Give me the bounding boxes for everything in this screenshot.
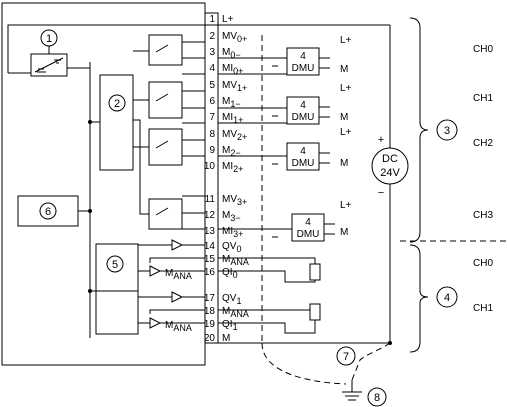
terminal-14-num: 14 — [204, 241, 216, 252]
input-ch3: CH3 — [473, 210, 493, 221]
ground-icon — [342, 380, 362, 401]
svg-text:DMU: DMU — [292, 158, 315, 169]
callout-2: 2 — [114, 98, 120, 110]
terminal-6-num: 6 — [209, 96, 215, 107]
terminal-3-label: M0− — [222, 47, 241, 60]
callout-8: 8 — [374, 392, 380, 404]
terminal-5-num: 5 — [209, 80, 215, 91]
terminal-8-label: MV2+ — [222, 129, 247, 142]
terminal-16-num: 16 — [204, 267, 216, 278]
callout-4: 4 — [444, 292, 450, 304]
switch-group-3 — [133, 119, 205, 230]
dmu-rail-labels: L+ M L+ M L+ M L+ M — [340, 35, 352, 238]
terminal-10-num: 10 — [204, 161, 216, 172]
supply-line1: DC — [382, 153, 398, 165]
callout-5: 5 — [112, 259, 118, 271]
input-ch1: CH1 — [473, 93, 493, 104]
terminal-10-label: MI2+ — [222, 161, 243, 174]
output-load-0 — [218, 257, 321, 283]
callout-6: 6 — [45, 206, 51, 218]
terminal-18-label: MANA — [222, 306, 249, 319]
terminal-12-num: 12 — [204, 210, 216, 221]
supply-line2: 24V — [380, 167, 400, 179]
dmu-ch0: 4 DMU — [218, 47, 330, 76]
terminal-6-label: M1− — [222, 96, 241, 109]
svg-text:M: M — [340, 112, 348, 123]
terminal-labels: 1 L+ 2 MV0+ 3 M0− 4 MI0+ 5 MV1+ 6 M1− 7 … — [204, 14, 249, 344]
terminal-13-label: MI3+ — [222, 226, 243, 239]
output-bracket — [409, 244, 429, 353]
terminal-17-label: QV1 — [222, 293, 241, 306]
output-amplifiers — [138, 239, 205, 329]
multiplexer — [99, 74, 134, 171]
svg-text:DMU: DMU — [297, 229, 320, 240]
terminal-20-num: 20 — [204, 333, 216, 344]
output-ch0: CH0 — [473, 258, 493, 269]
dc-supply — [371, 147, 409, 185]
terminal-7-label: MI1+ — [222, 112, 243, 125]
svg-text:DMU: DMU — [292, 112, 315, 123]
terminal-11-label: MV3+ — [222, 194, 247, 207]
supply-plus: + — [378, 134, 384, 146]
terminal-19-label: QI1 — [222, 319, 238, 332]
svg-text:L+: L+ — [340, 83, 352, 94]
callout-1: 1 — [46, 33, 52, 45]
input-ch2: CH2 — [473, 138, 493, 149]
terminal-13-num: 13 — [204, 226, 216, 237]
terminal-1-label: L+ — [222, 14, 234, 25]
input-bracket — [409, 17, 429, 243]
terminal-12-label: M3− — [222, 210, 241, 223]
internal-mana-2: MANA — [165, 320, 192, 333]
terminal-5-label: MV1+ — [222, 80, 247, 93]
svg-text:4: 4 — [300, 100, 306, 111]
terminal-14-label: QV0 — [222, 241, 241, 254]
terminal-7-num: 7 — [209, 112, 215, 123]
terminal-15-label: MANA — [222, 254, 249, 267]
switch-group-1 — [133, 81, 205, 119]
dmu-ch3: 4 DMU — [218, 213, 335, 242]
terminal-20-label: M — [222, 333, 230, 344]
svg-text:M: M — [340, 158, 348, 169]
input-ch0: CH0 — [473, 44, 493, 55]
terminal-1-num: 1 — [209, 14, 215, 25]
terminal-15-num: 15 — [204, 254, 216, 265]
svg-text:L+: L+ — [340, 200, 352, 211]
terminal-8-num: 8 — [209, 129, 215, 140]
output-ch1: CH1 — [473, 303, 493, 314]
callouts: 1 2 3 4 5 6 7 8 — [45, 33, 458, 407]
terminal-4-num: 4 — [209, 63, 215, 74]
terminal-11-num: 11 — [205, 194, 216, 205]
svg-text:M: M — [340, 227, 348, 238]
terminal-18-num: 18 — [204, 306, 216, 317]
supply-minus: − — [378, 187, 384, 199]
svg-text:4: 4 — [305, 217, 311, 228]
svg-text:L+: L+ — [340, 127, 352, 138]
terminal-4-label: MI0+ — [222, 63, 243, 76]
terminal-9-num: 9 — [209, 145, 215, 156]
terminal-3-num: 3 — [209, 47, 215, 58]
switch-group-0 — [133, 34, 205, 66]
ground-dash — [261, 342, 347, 385]
callout-3: 3 — [444, 125, 450, 137]
internal-mana-1: MANA — [165, 268, 192, 281]
terminal-17-num: 17 — [204, 293, 216, 304]
switch-group-2 — [133, 128, 205, 166]
terminal-16-label: QI0 — [222, 267, 238, 280]
svg-text:L+: L+ — [340, 35, 352, 46]
terminal-19-num: 19 — [204, 319, 216, 330]
callout-7: 7 — [343, 351, 349, 363]
terminal-2-num: 2 — [209, 31, 215, 42]
channel-labels: CH0 CH1 CH2 CH3 CH0 CH1 — [473, 44, 493, 314]
svg-text:4: 4 — [300, 51, 306, 62]
svg-text:4: 4 — [300, 146, 306, 157]
svg-text:DMU: DMU — [292, 63, 315, 74]
terminal-9-label: M2− — [222, 145, 241, 158]
output-load-1 — [218, 303, 321, 334]
terminal-2-label: MV0+ — [222, 31, 247, 44]
svg-text:M: M — [340, 64, 348, 75]
terminal-strip — [204, 12, 219, 344]
dmu-ch1: 4 DMU — [218, 96, 330, 125]
